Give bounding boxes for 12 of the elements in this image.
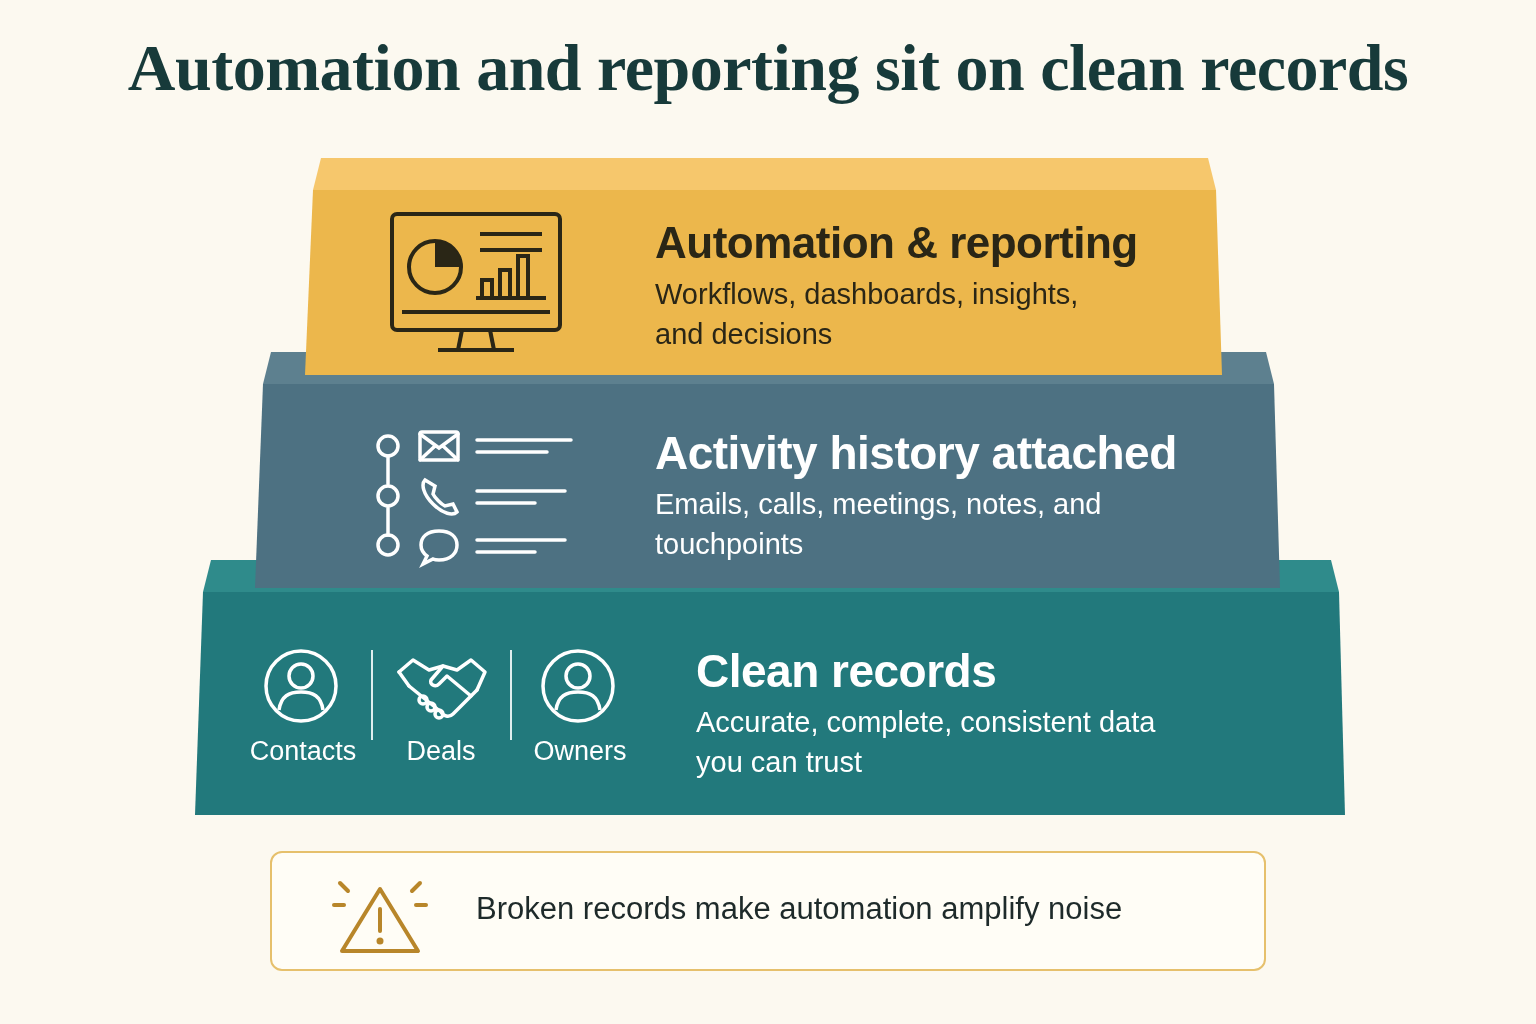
warning-text: Broken records make automation amplify noise xyxy=(476,891,1123,927)
title: Automation and reporting sit on clean records xyxy=(126,30,1410,106)
layer-description: Emails, calls, meetings, notes, and touchpoints xyxy=(655,487,1103,562)
layer-description: Accurate, complete, consistent data you can trust xyxy=(696,705,1156,780)
category-label: Deals xyxy=(406,736,476,767)
warning-box xyxy=(270,851,1266,971)
category-label: Owners xyxy=(533,736,627,767)
layer-heading: Automation & reporting xyxy=(655,218,1138,268)
layer-heading: Clean records xyxy=(696,644,997,698)
category-label: Contacts xyxy=(249,736,357,767)
layer-heading: Activity history attached xyxy=(655,426,1177,480)
layer-description: Workflows, dashboards, insights, and decisions xyxy=(655,277,1080,352)
